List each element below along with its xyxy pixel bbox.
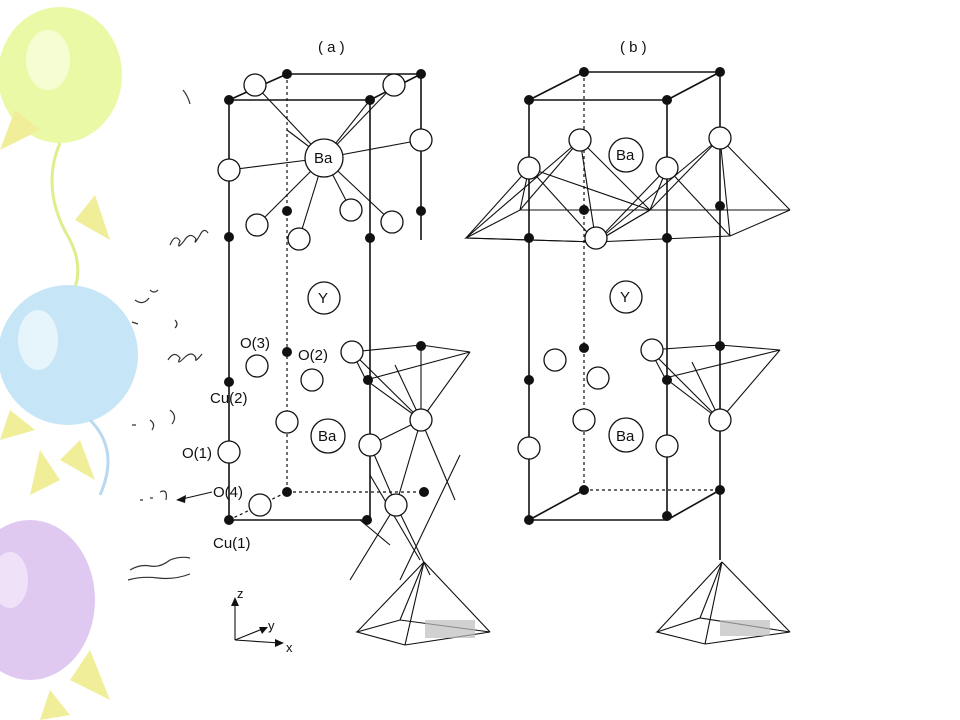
oxygen-atom (300, 368, 324, 392)
copper-atom (524, 515, 534, 525)
oxygen-atom (217, 440, 241, 464)
panel-a-label: ( a ) (318, 39, 345, 56)
panel-b-labels: ( b ) Ba Y Ba (616, 39, 647, 445)
oxygen-atom (275, 410, 299, 434)
copper-atom (579, 343, 589, 353)
copper-atom (282, 206, 292, 216)
barium-atom (608, 137, 644, 173)
blue-balloon (0, 285, 138, 496)
cu2-site-label: Cu(2) (210, 390, 248, 407)
copper-atom (224, 232, 234, 242)
copper-atom (224, 515, 234, 525)
y-axis-label: y (268, 618, 275, 633)
ba-label: Ba (616, 147, 635, 164)
cu1-site-label: Cu(1) (213, 535, 251, 552)
copper-atom (662, 95, 672, 105)
copper-atom (416, 341, 426, 351)
oxygen-atom (287, 227, 311, 251)
copper-atom (363, 375, 373, 385)
copper-atom (416, 69, 426, 79)
oxygen-atom (380, 210, 404, 234)
copper-atom (419, 487, 429, 497)
copper-atom (224, 377, 234, 387)
copper-atom (524, 375, 534, 385)
copper-atom (715, 485, 725, 495)
copper-atom (282, 487, 292, 497)
oxygen-atom (655, 434, 679, 458)
copper-atom (662, 511, 672, 521)
copper-atom (365, 233, 375, 243)
copper-atom (579, 485, 589, 495)
oxygen-atom (640, 338, 664, 362)
copper-atom (715, 341, 725, 351)
oxygen-atom (543, 348, 567, 372)
copper-atom (416, 206, 426, 216)
panel-a-labels: ( a ) Ba Y Ba O(3) O(2) Cu(2) O(1) O(4) … (176, 39, 345, 552)
z-axis-label: z (237, 586, 244, 601)
oxygen-atom (340, 340, 364, 364)
copper-atom (662, 375, 672, 385)
copper-atom (524, 233, 534, 243)
oxygen-atom (245, 354, 269, 378)
panel-b-atoms (517, 67, 732, 525)
ba-label: Ba (314, 150, 333, 167)
green-balloon (0, 7, 122, 332)
oxygen-atom (517, 156, 541, 180)
oxygen-atom (586, 366, 610, 390)
oxygen-atom (409, 128, 433, 152)
barium-atom (304, 138, 344, 178)
copper-atom (362, 515, 372, 525)
yttrium-atom (307, 281, 341, 315)
axis-triad: z y x (231, 586, 293, 655)
x-axis-label: x (286, 640, 293, 655)
copper-atom (579, 205, 589, 215)
copper-atom (524, 95, 534, 105)
yttrium-atom (609, 280, 643, 314)
oxygen-atom (217, 158, 241, 182)
barium-atom (608, 417, 644, 453)
panel-a-atoms (217, 69, 433, 525)
oxygen-atom (517, 436, 541, 460)
copper-atom (715, 67, 725, 77)
y-label: Y (318, 290, 328, 307)
copper-atom (282, 69, 292, 79)
purple-balloon (0, 520, 110, 720)
o2-site-label: O(2) (298, 347, 328, 364)
copper-atom (224, 95, 234, 105)
copper-atom (282, 347, 292, 357)
barium-atom (310, 418, 346, 454)
oxygen-atom (245, 213, 269, 237)
oxygen-atom (572, 408, 596, 432)
oxygen-atom (248, 493, 272, 517)
oxygen-atom (584, 226, 608, 250)
ba-label: Ba (616, 428, 635, 445)
y-label: Y (620, 289, 630, 306)
o4-site-label: O(4) (213, 484, 243, 501)
panel-b-lattice (463, 71, 791, 645)
copper-atom (579, 67, 589, 77)
oxygen-atom (384, 493, 408, 517)
oxygen-atom (568, 128, 592, 152)
oxygen-atom (409, 408, 433, 432)
oxygen-atom (708, 408, 732, 432)
oxygen-atom (655, 156, 679, 180)
o3-site-label: O(3) (240, 335, 270, 352)
panel-b-label: ( b ) (620, 39, 647, 56)
ba-label: Ba (318, 428, 337, 445)
oxygen-atom (708, 126, 732, 150)
oxygen-atom (339, 198, 363, 222)
o1-site-label: O(1) (182, 445, 212, 462)
oxygen-atom (243, 73, 267, 97)
handwritten-annotations (127, 89, 209, 581)
oxygen-atom (382, 73, 406, 97)
copper-atom (662, 233, 672, 243)
oxygen-atom (358, 433, 382, 457)
copper-atom (715, 201, 725, 211)
copper-atom (365, 95, 375, 105)
